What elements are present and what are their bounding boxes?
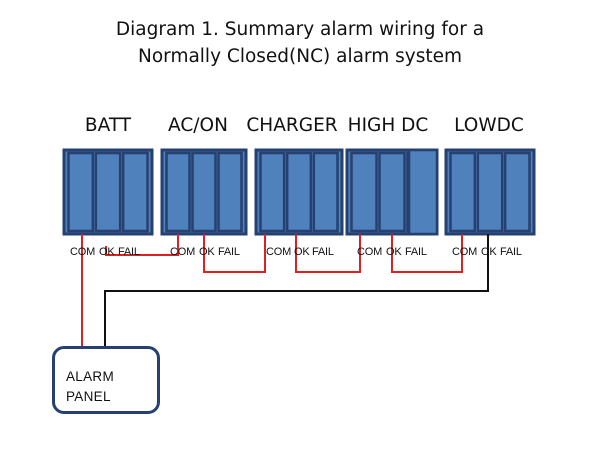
relay-module-segment-batt-2 <box>94 151 122 233</box>
relay-module-charger <box>254 148 344 236</box>
relay-module-segment-batt-1 <box>67 151 95 233</box>
relay-module-batt <box>62 148 154 236</box>
module-label-charger: CHARGER <box>246 115 338 136</box>
relay-module-segment-charger-3 <box>312 151 339 233</box>
relay-module-segment-ac-on-3 <box>217 151 243 233</box>
alarm-panel-label-line-2: PANEL <box>66 389 111 404</box>
relay-module-segment-batt-3 <box>121 151 149 233</box>
module-label-ac-on: AC/ON <box>168 115 228 136</box>
relay-module-segment-high-dc-1 <box>350 151 378 233</box>
red-wire-2 <box>105 234 179 256</box>
relay-module-ac-on <box>160 148 248 236</box>
terminal-fail-charger: FAIL <box>312 246 334 258</box>
wires-layer <box>81 234 489 346</box>
black-wire <box>104 234 489 346</box>
relay-module-segment-high-dc-2 <box>378 151 406 233</box>
terminal-com-charger: COM <box>266 246 292 258</box>
terminal-fail-batt: FAIL <box>118 246 140 258</box>
relay-module-segment-ac-on-1 <box>165 151 191 233</box>
terminal-ok-charger: OK <box>294 246 310 258</box>
alarm-panel-label-line-1: ALARM <box>66 369 115 384</box>
terminal-ok-high-dc: OK <box>386 246 402 258</box>
relay-module-segment-lowdc-3 <box>503 151 531 233</box>
relay-module-segment-lowdc-2 <box>476 151 504 233</box>
module-label-batt: BATT <box>84 115 132 136</box>
alarm-panel <box>52 346 160 414</box>
diagram-title-line-2: Normally Closed(NC) alarm system <box>138 46 462 67</box>
terminal-com-lowdc: COM <box>452 246 478 258</box>
terminal-com-high-dc: COM <box>357 246 383 258</box>
terminal-com-batt: COM <box>70 246 96 258</box>
module-label-high-dc: HIGH DC <box>347 115 429 136</box>
relay-module-segment-ac-on-2 <box>191 151 217 233</box>
red-wire-3 <box>203 234 266 273</box>
relay-module-segment-charger-2 <box>285 151 313 233</box>
terminal-fail-ac-on: FAIL <box>218 246 240 258</box>
relay-module-segment-charger-1 <box>259 151 286 233</box>
red-wire-4 <box>295 234 361 273</box>
red-wire-5 <box>391 234 463 273</box>
module-label-lowdc: LOWDC <box>454 115 524 136</box>
terminal-ok-lowdc: OK <box>481 246 497 258</box>
terminal-ok-batt: OK <box>99 246 115 258</box>
relay-module-segment-lowdc-1 <box>449 151 477 233</box>
terminal-ok-ac-on: OK <box>199 246 215 258</box>
relay-module-lowdc <box>444 148 536 236</box>
terminal-fail-high-dc: FAIL <box>405 246 427 258</box>
terminal-fail-lowdc: FAIL <box>500 246 522 258</box>
diagram-title-line-1: Diagram 1. Summary alarm wiring for a <box>115 19 485 40</box>
terminal-com-ac-on: COM <box>170 246 196 258</box>
relay-module-tab-high-dc <box>407 148 439 236</box>
modules-layer <box>62 148 536 236</box>
